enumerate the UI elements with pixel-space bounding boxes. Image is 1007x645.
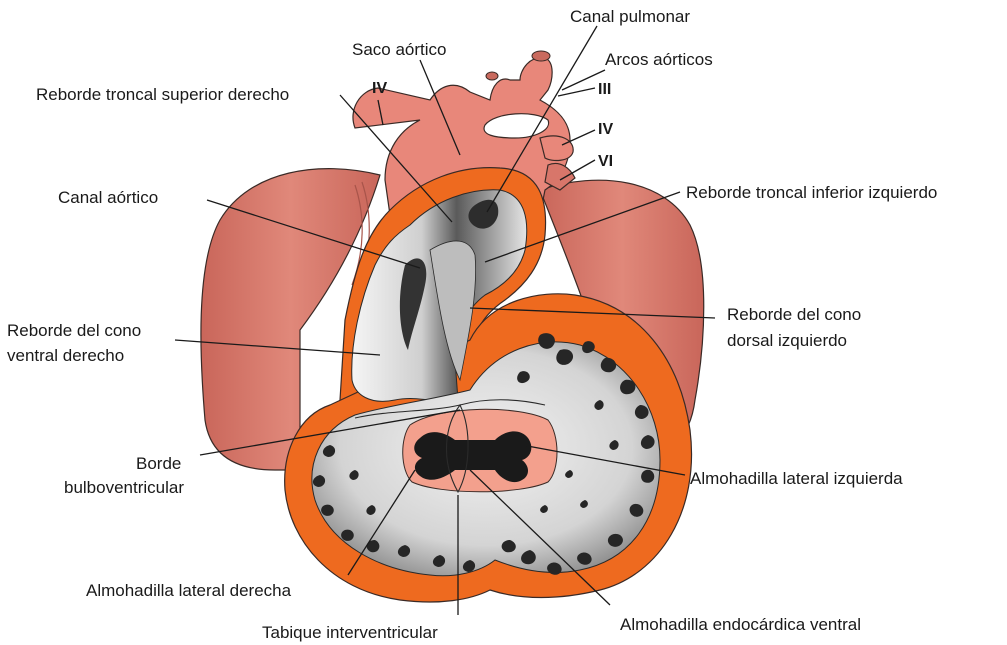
- label-reborde-cono-dorsal-2: dorsal izquierdo: [727, 331, 847, 350]
- label-tabique-interventricular: Tabique interventricular: [262, 623, 438, 642]
- label-almohadilla-lat-der: Almohadilla lateral derecha: [86, 581, 292, 600]
- arch-iii-opening: [532, 51, 550, 61]
- label-saco-aortico: Saco aórtico: [352, 40, 447, 59]
- label-almohadilla-lat-izq: Almohadilla lateral izquierda: [690, 469, 903, 488]
- label-reborde-troncal-superior: Reborde troncal superior derecho: [36, 85, 289, 104]
- label-reborde-cono-dorsal-1: Reborde del cono: [727, 305, 861, 324]
- arch-vi-label: VI: [598, 153, 613, 170]
- label-borde-bulbo-2: bulboventricular: [64, 478, 184, 497]
- label-almohadilla-endo-ventral: Almohadilla endocárdica ventral: [620, 615, 861, 634]
- arch-opening-small: [486, 72, 498, 80]
- label-reborde-troncal-inferior: Reborde troncal inferior izquierdo: [686, 183, 937, 202]
- arch-iv-left-label: IV: [372, 80, 387, 97]
- arch-iv-right-label: IV: [598, 121, 613, 138]
- label-reborde-cono-ventral-1: Reborde del cono: [7, 321, 141, 340]
- label-canal-pulmonar: Canal pulmonar: [570, 7, 690, 26]
- label-borde-bulbo-1: Borde: [136, 454, 181, 473]
- arch-iii-label: III: [598, 81, 611, 98]
- arch-iv-right: [540, 136, 573, 161]
- label-reborde-cono-ventral-2: ventral derecho: [7, 346, 124, 365]
- label-arcos-aorticos: Arcos aórticos: [605, 50, 713, 69]
- label-canal-aortico: Canal aórtico: [58, 188, 158, 207]
